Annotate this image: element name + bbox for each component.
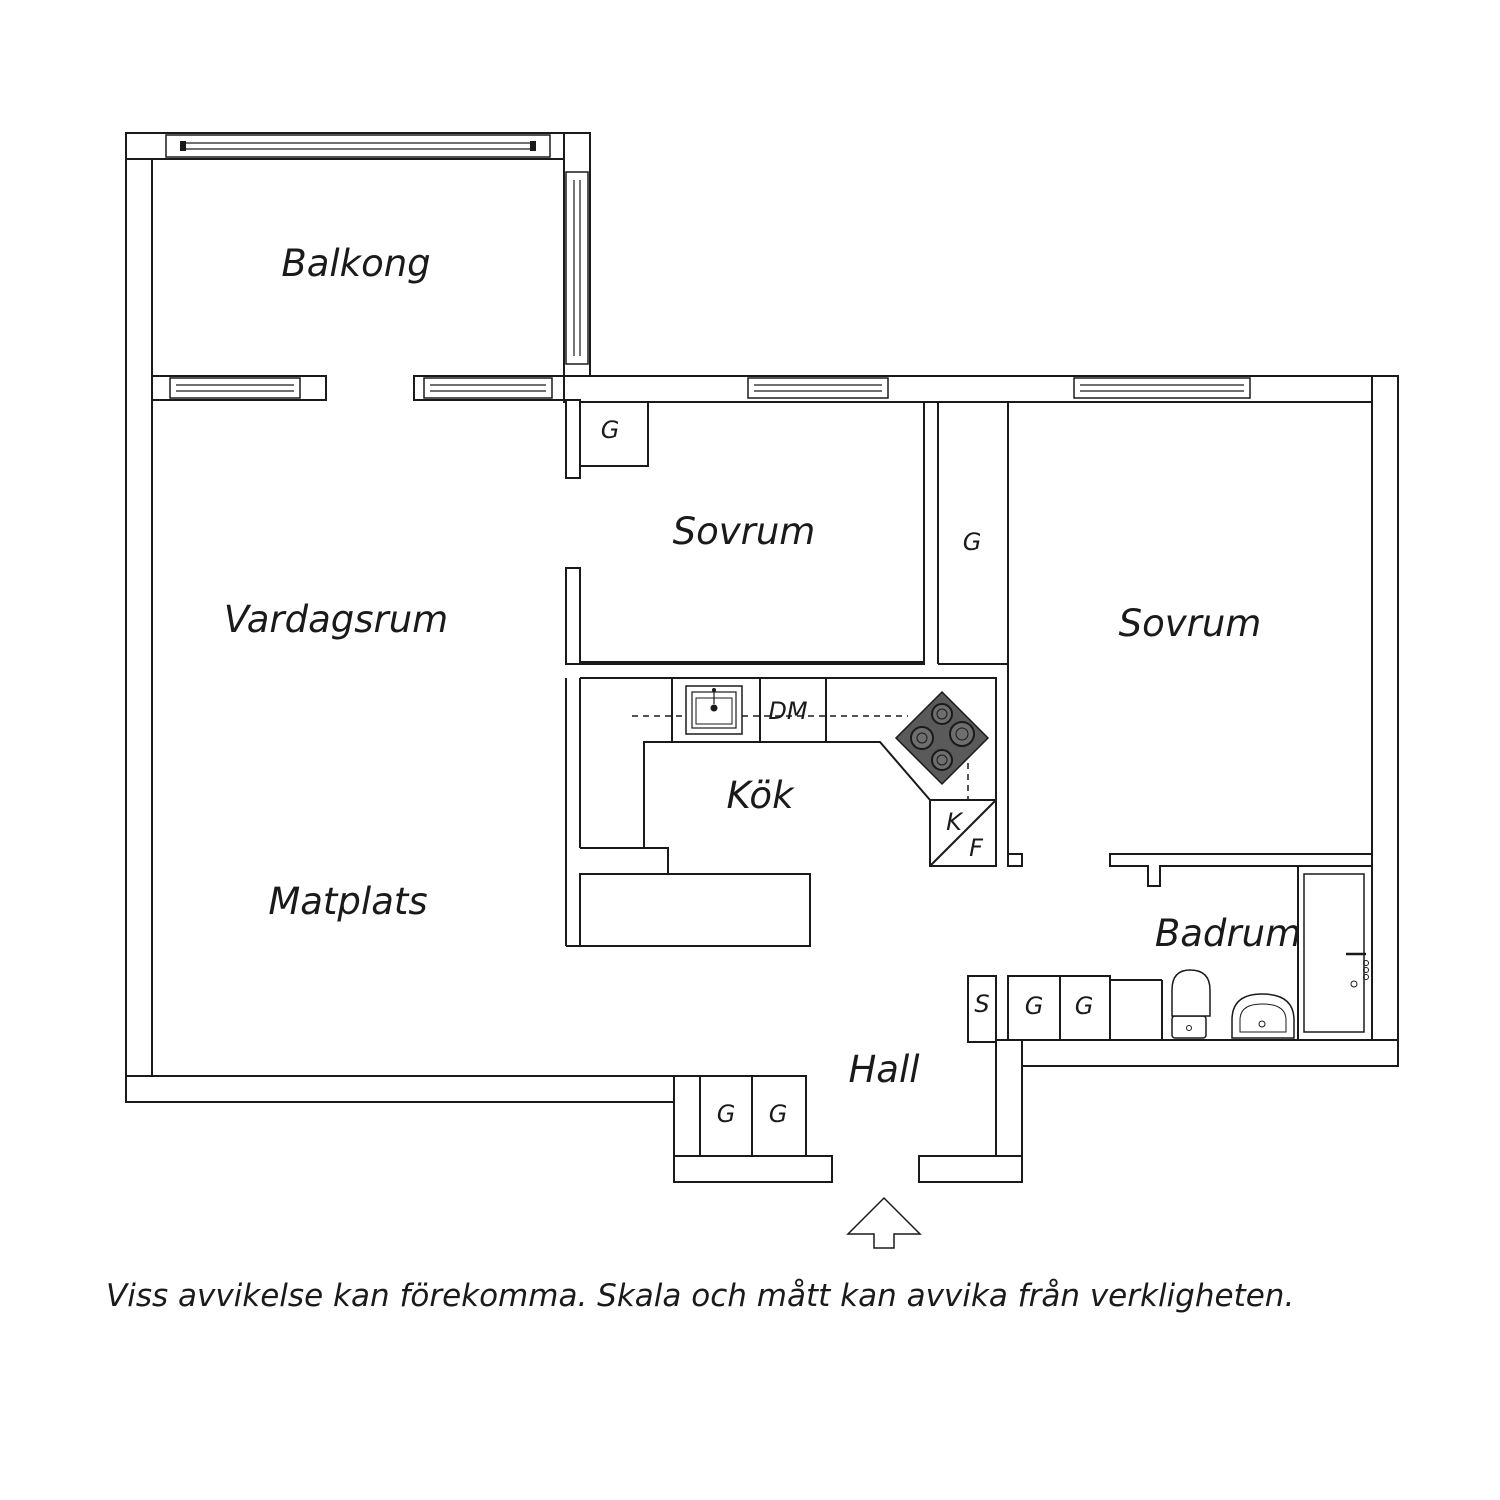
room-label-dining: Matplats bbox=[268, 880, 427, 923]
room-label-bathroom: Badrum bbox=[1155, 912, 1301, 955]
wardrobe-label: G bbox=[1025, 992, 1044, 1020]
wardrobe-label: G bbox=[1075, 992, 1094, 1020]
stove-icon bbox=[894, 690, 990, 786]
room-label-bedroom-2: Sovrum bbox=[1119, 602, 1262, 645]
window bbox=[747, 377, 889, 399]
wardrobe-label: G bbox=[601, 416, 620, 444]
toilet-icon bbox=[1171, 969, 1211, 1039]
fridge-freezer bbox=[929, 799, 997, 867]
outer-walls bbox=[125, 132, 1399, 1183]
room-label-hall: Hall bbox=[848, 1048, 920, 1091]
room-label-living-room: Vardagsrum bbox=[224, 598, 448, 641]
freezer-label: F bbox=[969, 834, 984, 862]
fridge-label: K bbox=[946, 808, 964, 836]
washbasin-icon bbox=[1231, 993, 1295, 1039]
window bbox=[165, 134, 551, 158]
wardrobe-label: G bbox=[963, 528, 982, 556]
window bbox=[169, 377, 301, 399]
wardrobe-label: G bbox=[769, 1100, 788, 1128]
window bbox=[423, 377, 553, 399]
window bbox=[1073, 377, 1251, 399]
bathtub-icon bbox=[1297, 865, 1373, 1041]
storage-units bbox=[579, 401, 1111, 1157]
kitchen-fittings bbox=[566, 677, 997, 947]
wardrobe-label: G bbox=[717, 1100, 736, 1128]
entrance-arrow-icon bbox=[846, 1196, 922, 1249]
window bbox=[565, 171, 589, 365]
dishwasher-label: DM bbox=[768, 697, 807, 725]
storage-label: S bbox=[974, 990, 989, 1018]
room-label-kitchen: Kök bbox=[726, 774, 795, 817]
room-label-bedroom-1: Sovrum bbox=[673, 510, 816, 553]
windows bbox=[165, 134, 1251, 399]
disclaimer-text: Viss avvikelse kan förekomma. Skala och … bbox=[106, 1278, 1295, 1314]
room-label-balcony: Balkong bbox=[281, 242, 430, 285]
sink-icon bbox=[685, 685, 743, 735]
